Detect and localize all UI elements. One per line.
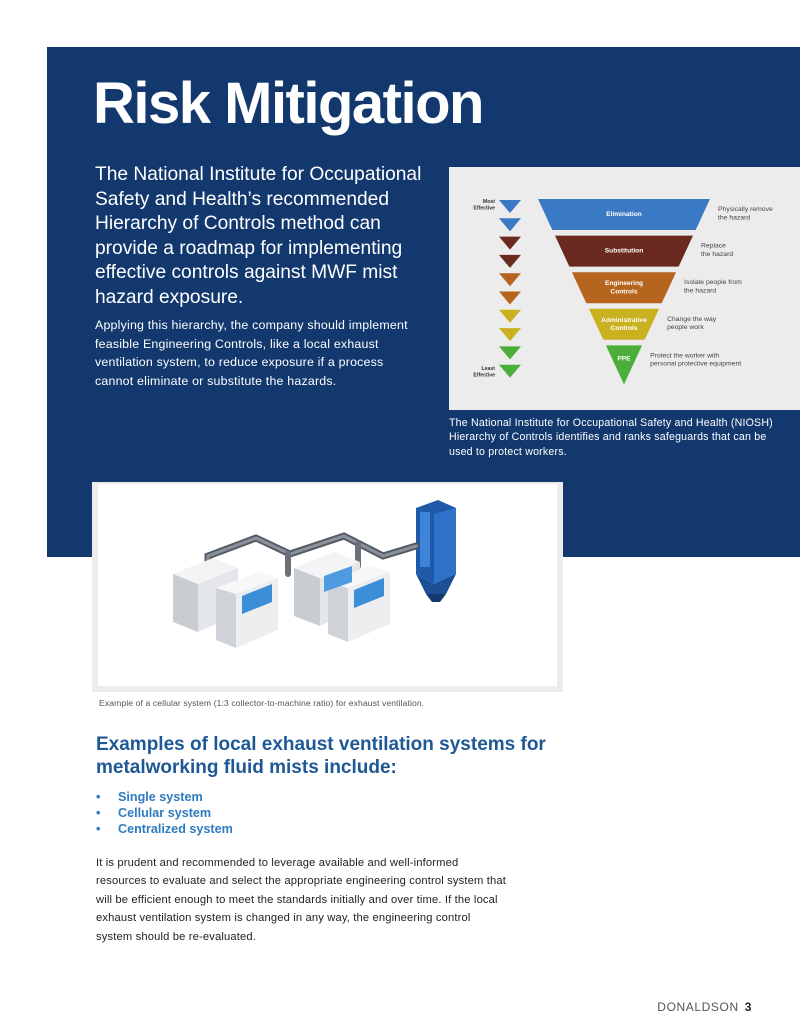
arrow-down-icon [499,273,521,287]
ventilation-system-drawing [173,500,456,648]
system-types-list: • Single system • Cellular system • Central… [96,790,233,837]
hierarchy-level-description: the hazard [701,251,733,258]
lead-paragraph: The National Institute for Occupational … [95,164,422,308]
hierarchy-level-description: Change the way [667,316,717,323]
hierarchy-band-5 [605,345,643,385]
hierarchy-level-label: Substitution [605,248,643,255]
machine-icon [294,552,390,642]
machine-icon [173,558,278,648]
hierarchy-level-label: Controls [610,325,637,332]
arrow-down-icon [499,291,521,305]
least-effective-label: Effective [473,373,495,379]
arrow-down-icon [499,254,521,268]
arrow-down-icon [499,200,521,213]
hierarchy-level-description: Protect the worker with [650,352,719,359]
list-item-label: Cellular system [118,805,212,820]
examples-heading: Examples of local exhaust ventilation sy… [96,734,546,778]
list-item: • Cellular system [96,806,233,822]
arrow-down-icon [499,236,521,250]
hierarchy-level-description: people work [667,324,704,331]
arrow-down-icon [499,364,521,378]
bullet-icon: • [96,821,101,836]
hierarchy-level-label: PPE [617,355,631,362]
illustration-caption: Example of a cellular system (1:3 collec… [99,698,425,708]
intro-paragraph: Applying this hierarchy, the company sho… [95,318,408,388]
hierarchy-level-label: Elimination [606,211,642,218]
least-effective-label: Least [481,366,495,372]
closing-paragraph: It is prudent and recommended to leverag… [96,857,507,943]
hierarchy-level-label: Administrative [601,317,647,324]
bullet-icon: • [96,805,101,820]
list-item: • Centralized system [96,822,233,838]
hierarchy-band-3 [571,272,677,304]
bullet-icon: • [96,790,101,804]
brand-name: DONALDSON [657,1000,739,1014]
illustration-canvas [98,484,557,686]
cellular-system-illustration [92,482,563,692]
hierarchy-level-description: the hazard [684,288,716,295]
hierarchy-band-1 [538,199,710,230]
hierarchy-level-description: personal protective equipment [650,361,741,368]
hierarchy-band-4 [588,308,660,340]
arrow-down-icon [499,328,521,342]
arrow-down-icon [499,218,521,232]
hierarchy-caption: The National Institute for Occupational … [449,417,773,458]
list-item-label: Centralized system [118,821,233,836]
hierarchy-level-description: Replace [701,243,726,250]
hierarchy-level-label: Controls [610,288,637,295]
list-item-label: Single system [118,790,203,804]
dust-collector-icon [416,500,456,602]
list-item: • Single system [96,790,233,806]
page-title: Risk Mitigation [93,71,484,136]
hierarchy-level-description: Physically remove [718,206,773,213]
hierarchy-band-2 [554,235,694,267]
arrow-down-icon [499,346,521,360]
page-footer: DONALDSON 3 [657,1000,752,1014]
page-number: 3 [744,1000,752,1014]
hierarchy-level-description: Isolate people from [684,279,742,286]
hierarchy-of-controls-diagram: MostEffectiveLeastEffectiveEliminationPh… [473,199,773,385]
hierarchy-level-label: Engineering [605,280,643,287]
hierarchy-level-description: the hazard [718,214,750,221]
most-effective-label: Effective [473,206,495,212]
arrow-down-icon [499,309,521,323]
most-effective-label: Most [483,199,495,205]
